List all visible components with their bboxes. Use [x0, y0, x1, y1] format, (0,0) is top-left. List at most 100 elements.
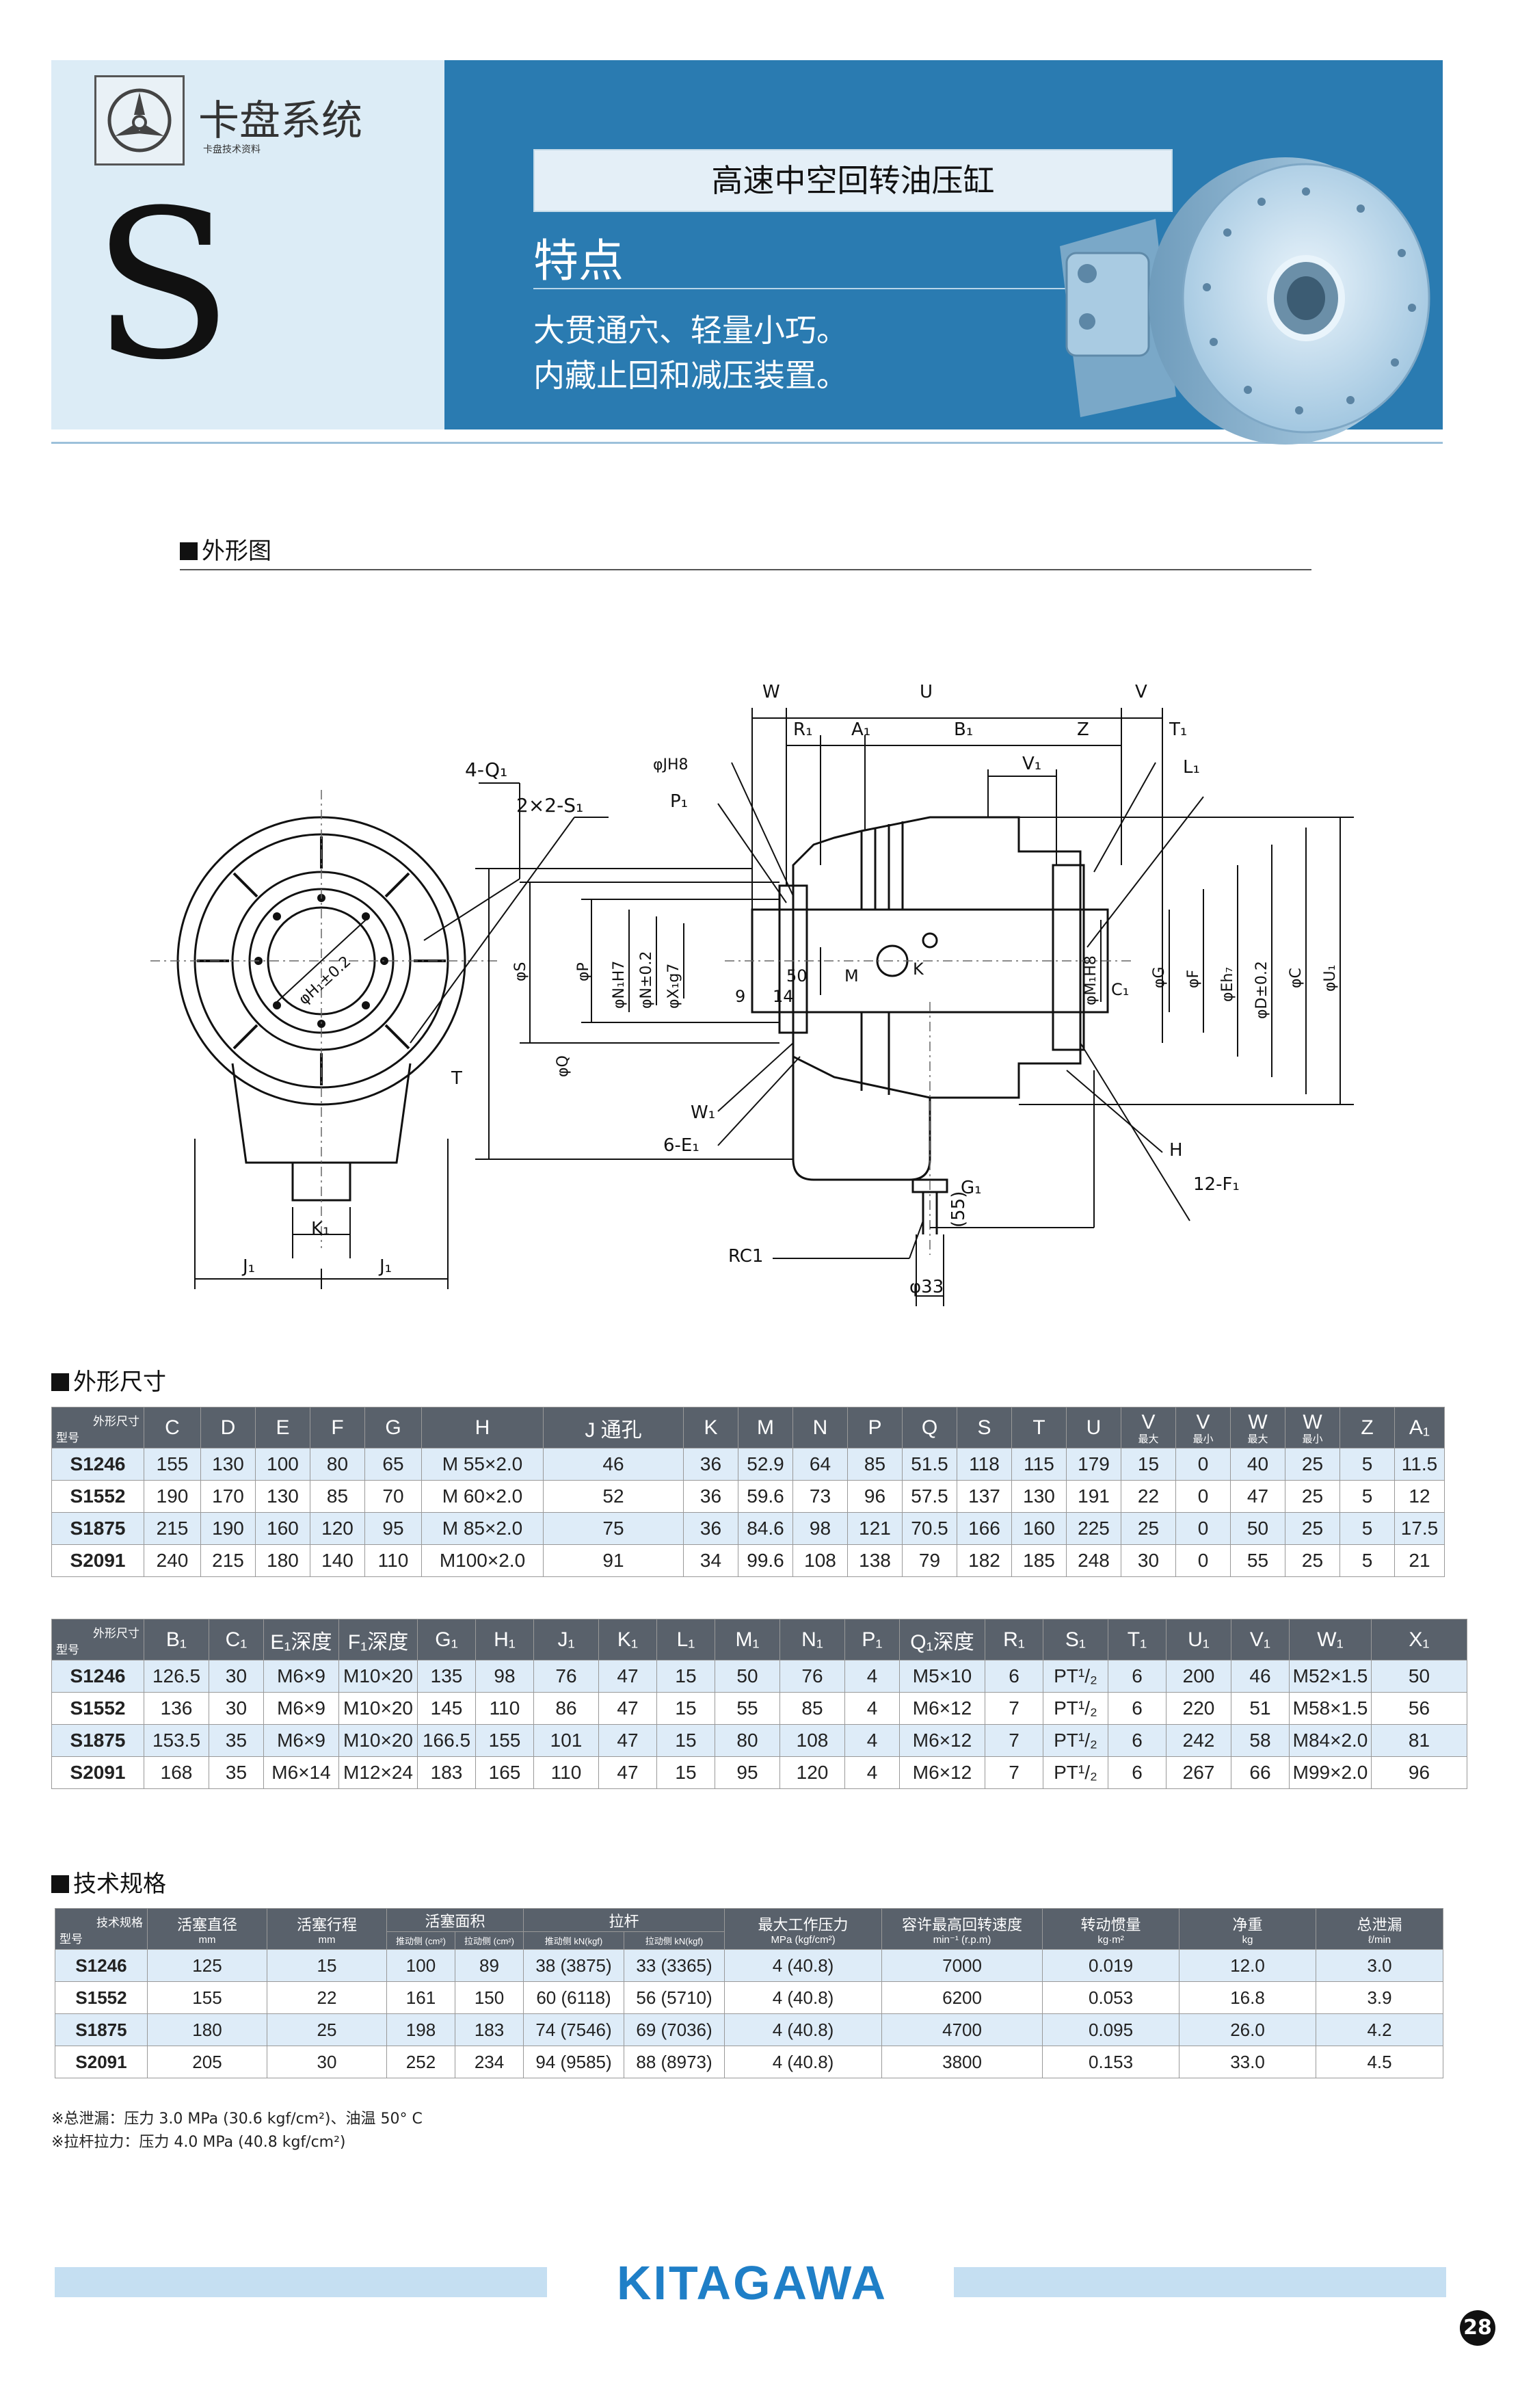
- table-cell: 252: [386, 2046, 455, 2078]
- feature-line-1: 大贯通穴、轻量小巧。: [533, 312, 848, 349]
- table-cell: 55: [715, 1692, 780, 1725]
- table-cell: 59.6: [738, 1480, 793, 1513]
- dims-header: F: [310, 1407, 365, 1448]
- label-v: V: [1135, 682, 1147, 702]
- label-k: K: [913, 960, 924, 979]
- table-cell: 118: [957, 1448, 1012, 1481]
- table-cell: 5: [1339, 1544, 1395, 1577]
- label-s: φS: [512, 962, 529, 981]
- table-cell: 5: [1339, 1448, 1395, 1481]
- label-jh8: φJH8: [653, 756, 689, 773]
- table-cell: 153.5: [144, 1724, 209, 1757]
- table-cell: 15: [656, 1756, 715, 1789]
- table-cell: 4.5: [1316, 2046, 1444, 2078]
- table-cell: 166.5: [417, 1724, 476, 1757]
- table-cell: 3.9: [1316, 1981, 1444, 2014]
- table-cell: 76: [779, 1660, 845, 1693]
- table-cell: 88 (8973): [624, 2046, 725, 2078]
- label-f: φF: [1185, 970, 1202, 988]
- brand-subtitle: 卡盘技术资料: [203, 144, 261, 155]
- label-a1: A₁: [851, 719, 870, 740]
- table-cell: 80: [310, 1448, 365, 1481]
- table-cell: 25: [1285, 1544, 1340, 1577]
- table-cell: 190: [144, 1480, 201, 1513]
- label-n1: φN₁H7: [611, 961, 628, 1009]
- table-cell: 60 (6118): [523, 1981, 625, 2014]
- table-cell: M99×2.0: [1289, 1756, 1372, 1789]
- table-cell: 198: [386, 2013, 455, 2046]
- table-cell: 38 (3875): [523, 1949, 625, 1982]
- dims-header: X₁: [1371, 1619, 1467, 1661]
- table-cell: 234: [454, 2046, 524, 2078]
- table-cell: 4: [844, 1660, 900, 1693]
- label-r1: R₁: [793, 719, 813, 740]
- table-cell: 47: [598, 1756, 657, 1789]
- table-cell: 47: [1230, 1480, 1285, 1513]
- table-cell: 79: [902, 1544, 957, 1577]
- header-band: 卡盘系统 卡盘技术资料 S 高速中空回转油压缸 特点 大贯通穴、轻量小巧。 内藏…: [51, 60, 1443, 429]
- spec-header-area-pull: 拉动侧 (cm²): [454, 1931, 524, 1950]
- label-p1: P₁: [670, 791, 688, 812]
- dims-header: C: [144, 1407, 201, 1448]
- table-cell: 0.095: [1042, 2013, 1180, 2046]
- table-cell: 200: [1166, 1660, 1231, 1693]
- dims-header: F₁深度: [338, 1619, 418, 1661]
- table-cell: 7: [985, 1756, 1043, 1789]
- label-c1: C₁: [1111, 980, 1129, 999]
- table-cell: 6200: [881, 1981, 1043, 2014]
- table-cell: 33 (3365): [624, 1949, 725, 1982]
- table-cell: 168: [144, 1756, 209, 1789]
- table-cell: 267: [1166, 1756, 1231, 1789]
- table-cell: 121: [847, 1512, 903, 1545]
- dims-header: S₁: [1043, 1619, 1108, 1661]
- dims-header: M₁: [715, 1619, 780, 1661]
- t2-corner: 外形尺寸型号: [51, 1619, 144, 1661]
- table-cell: 0: [1175, 1512, 1231, 1545]
- table-cell: 248: [1066, 1544, 1121, 1577]
- table-cell: 30: [209, 1660, 264, 1693]
- header-left-panel: 卡盘系统 卡盘技术资料 S: [51, 60, 444, 429]
- table-cell: 40: [1230, 1448, 1285, 1481]
- table-cell: 33.0: [1179, 2046, 1317, 2078]
- label-t: T: [451, 1068, 462, 1089]
- table-cell: M100×2.0: [421, 1544, 544, 1577]
- dims-header: J 通孔: [543, 1407, 684, 1448]
- table-cell: 98: [792, 1512, 848, 1545]
- note-rod-force: ※拉杆拉力：压力 4.0 MPa (40.8 kgf/cm²): [51, 2134, 346, 2151]
- label-g: φG: [1151, 966, 1168, 988]
- table-cell: M6×12: [899, 1756, 985, 1789]
- table-cell: 108: [779, 1724, 845, 1757]
- table-cell: 30: [267, 2046, 387, 2078]
- dims-header: U: [1066, 1407, 1121, 1448]
- dims-header: R₁: [985, 1619, 1043, 1661]
- model-cell: S2091: [55, 2046, 148, 2078]
- dims-header: P₁: [844, 1619, 900, 1661]
- table-cell: 46: [1231, 1660, 1290, 1693]
- dims-header: M: [738, 1407, 793, 1448]
- table-cell: M58×1.5: [1289, 1692, 1372, 1725]
- dims-header: L₁: [656, 1619, 715, 1661]
- table-cell: 22: [267, 1981, 387, 2014]
- spec-header-rod-pull: 拉动侧 kN(kgf): [624, 1931, 725, 1950]
- table-cell: 15: [656, 1660, 715, 1693]
- label-e1: 6-E₁: [663, 1135, 699, 1156]
- table-cell: 25: [1121, 1512, 1176, 1545]
- table-cell: 89: [454, 1949, 524, 1982]
- table-cell: 80: [715, 1724, 780, 1757]
- table-cell: PT¹/₂: [1043, 1660, 1108, 1693]
- dims-header: B₁: [144, 1619, 209, 1661]
- table-cell: M6×14: [263, 1756, 339, 1789]
- table-cell: 125: [147, 1949, 267, 1982]
- table-cell: 85: [847, 1448, 903, 1481]
- spec-header-area: 活塞面积: [386, 1908, 524, 1932]
- table-cell: 65: [364, 1448, 422, 1481]
- dims-header: H₁: [475, 1619, 534, 1661]
- table-cell: 140: [310, 1544, 365, 1577]
- table-cell: 7000: [881, 1949, 1043, 1982]
